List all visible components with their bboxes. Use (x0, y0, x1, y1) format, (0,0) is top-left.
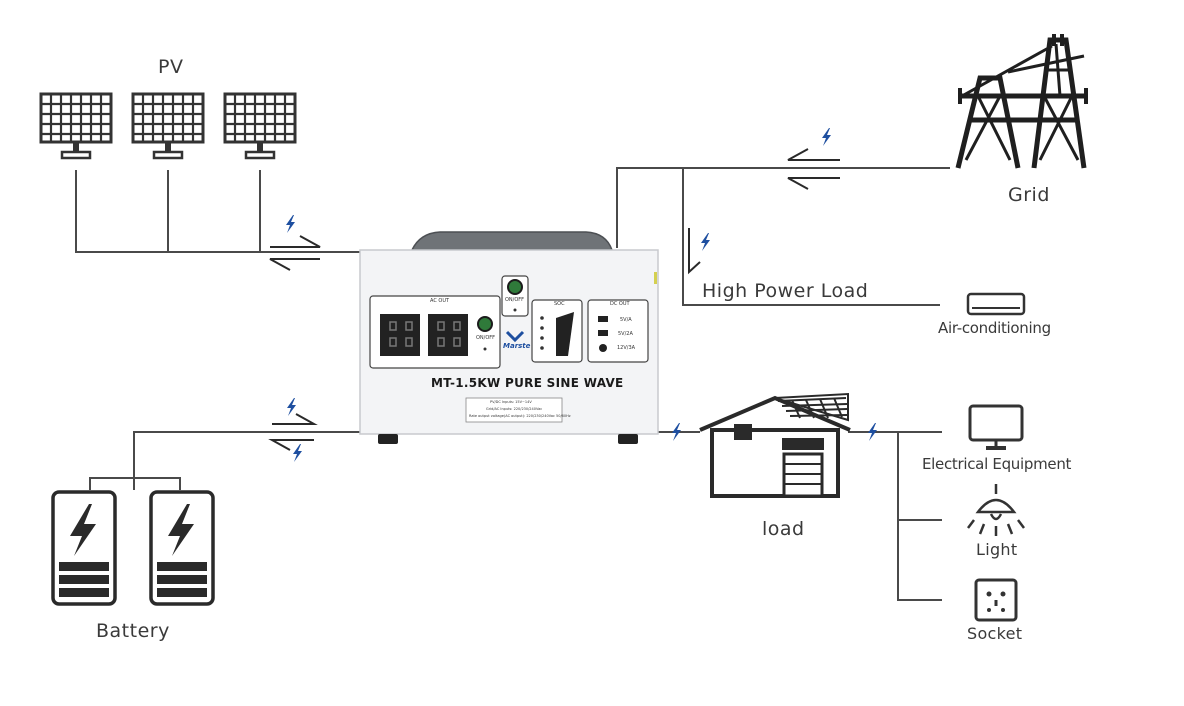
battery-wire (133, 431, 362, 490)
power-switch-top (507, 279, 523, 295)
bolt-icon-battery-top (287, 398, 296, 416)
high-power-load-label: High Power Load (702, 280, 869, 302)
inverter-foot-left (378, 434, 398, 444)
hpl-arrow (688, 228, 701, 275)
high-power-load-wire (682, 168, 940, 306)
monitor-icon (968, 404, 1024, 450)
spec-line-3: Rate output voltage(AC output): 220/230/… (469, 414, 571, 418)
spec-label-box (465, 397, 563, 423)
usb-1-label: 5V/A (620, 317, 632, 323)
power-switch-panel (477, 316, 493, 332)
grid-arrow-bottom (787, 177, 840, 190)
battery-arrow-right (272, 413, 318, 425)
dc-out-label: DC OUT (610, 301, 630, 307)
ac-outlet-2 (428, 314, 468, 356)
battery-icons (51, 490, 215, 606)
bolt-icon-battery-bottom (293, 444, 302, 462)
light-label: Light (976, 540, 1018, 559)
dc-12v-label: 12V/3A (617, 345, 636, 351)
bolt-icon-grid (822, 128, 831, 146)
pv-wire-1 (75, 170, 362, 253)
grid-wire (616, 167, 950, 248)
solar-panel-icon-2 (131, 92, 205, 160)
inverter-model-label: MT-1.5KW PURE SINE WAVE (431, 376, 624, 390)
battery-label: Battery (96, 620, 170, 642)
battery-icon-1 (51, 490, 117, 606)
pv-arrow-right (270, 235, 321, 248)
electrical-equipment-label: Electrical Equipment (922, 455, 1072, 473)
bolt-icon-hpl (701, 233, 710, 251)
ac-out-label: AC OUT (430, 298, 450, 304)
soc-indicator (556, 312, 574, 356)
power-tower-icon (955, 34, 1088, 169)
air-conditioning-label: Air-conditioning (938, 319, 1051, 337)
air-conditioner-icon (966, 292, 1026, 316)
solar-panel-icon-3 (223, 92, 297, 160)
flow-arrows (268, 148, 840, 451)
battery-arrow-left (268, 439, 314, 451)
pv-arrow-left (269, 258, 320, 271)
battery-link-wire (89, 477, 181, 490)
appliance-bus (897, 432, 942, 601)
wall-socket-icon (974, 578, 1018, 622)
spec-line-2: Grid/AC Inputs: 220/230/240Vac (486, 407, 543, 411)
socket-label: Socket (967, 624, 1023, 643)
spec-line-1: PV/DC Inputs: 15V~14V (490, 400, 532, 404)
pv-label: PV (158, 56, 184, 78)
on-off-panel-label: ON/OFF (476, 335, 496, 341)
load-label: load (762, 518, 805, 540)
battery-icon-2 (149, 490, 215, 606)
usb-2-label: 5V/2A (618, 331, 633, 337)
inverter-handle (410, 231, 614, 251)
grid-label: Grid (1008, 184, 1050, 206)
inverter-foot-right (618, 434, 638, 444)
light-bulb-icon (967, 484, 1025, 536)
soc-label: SOC (554, 301, 565, 307)
house-icon (699, 392, 851, 498)
bolt-icon-pv (286, 215, 295, 233)
grid-arrow-top (787, 148, 840, 161)
brand-logo-icon (505, 330, 525, 343)
solar-panel-icons (39, 92, 297, 160)
brand-label: Marste (503, 342, 531, 350)
inverter-unit (359, 231, 659, 444)
ac-outlet-1 (380, 314, 420, 356)
solar-panel-icon-1 (39, 92, 113, 160)
wiring (75, 167, 950, 601)
on-off-top-label: ON/OFF (505, 297, 525, 303)
